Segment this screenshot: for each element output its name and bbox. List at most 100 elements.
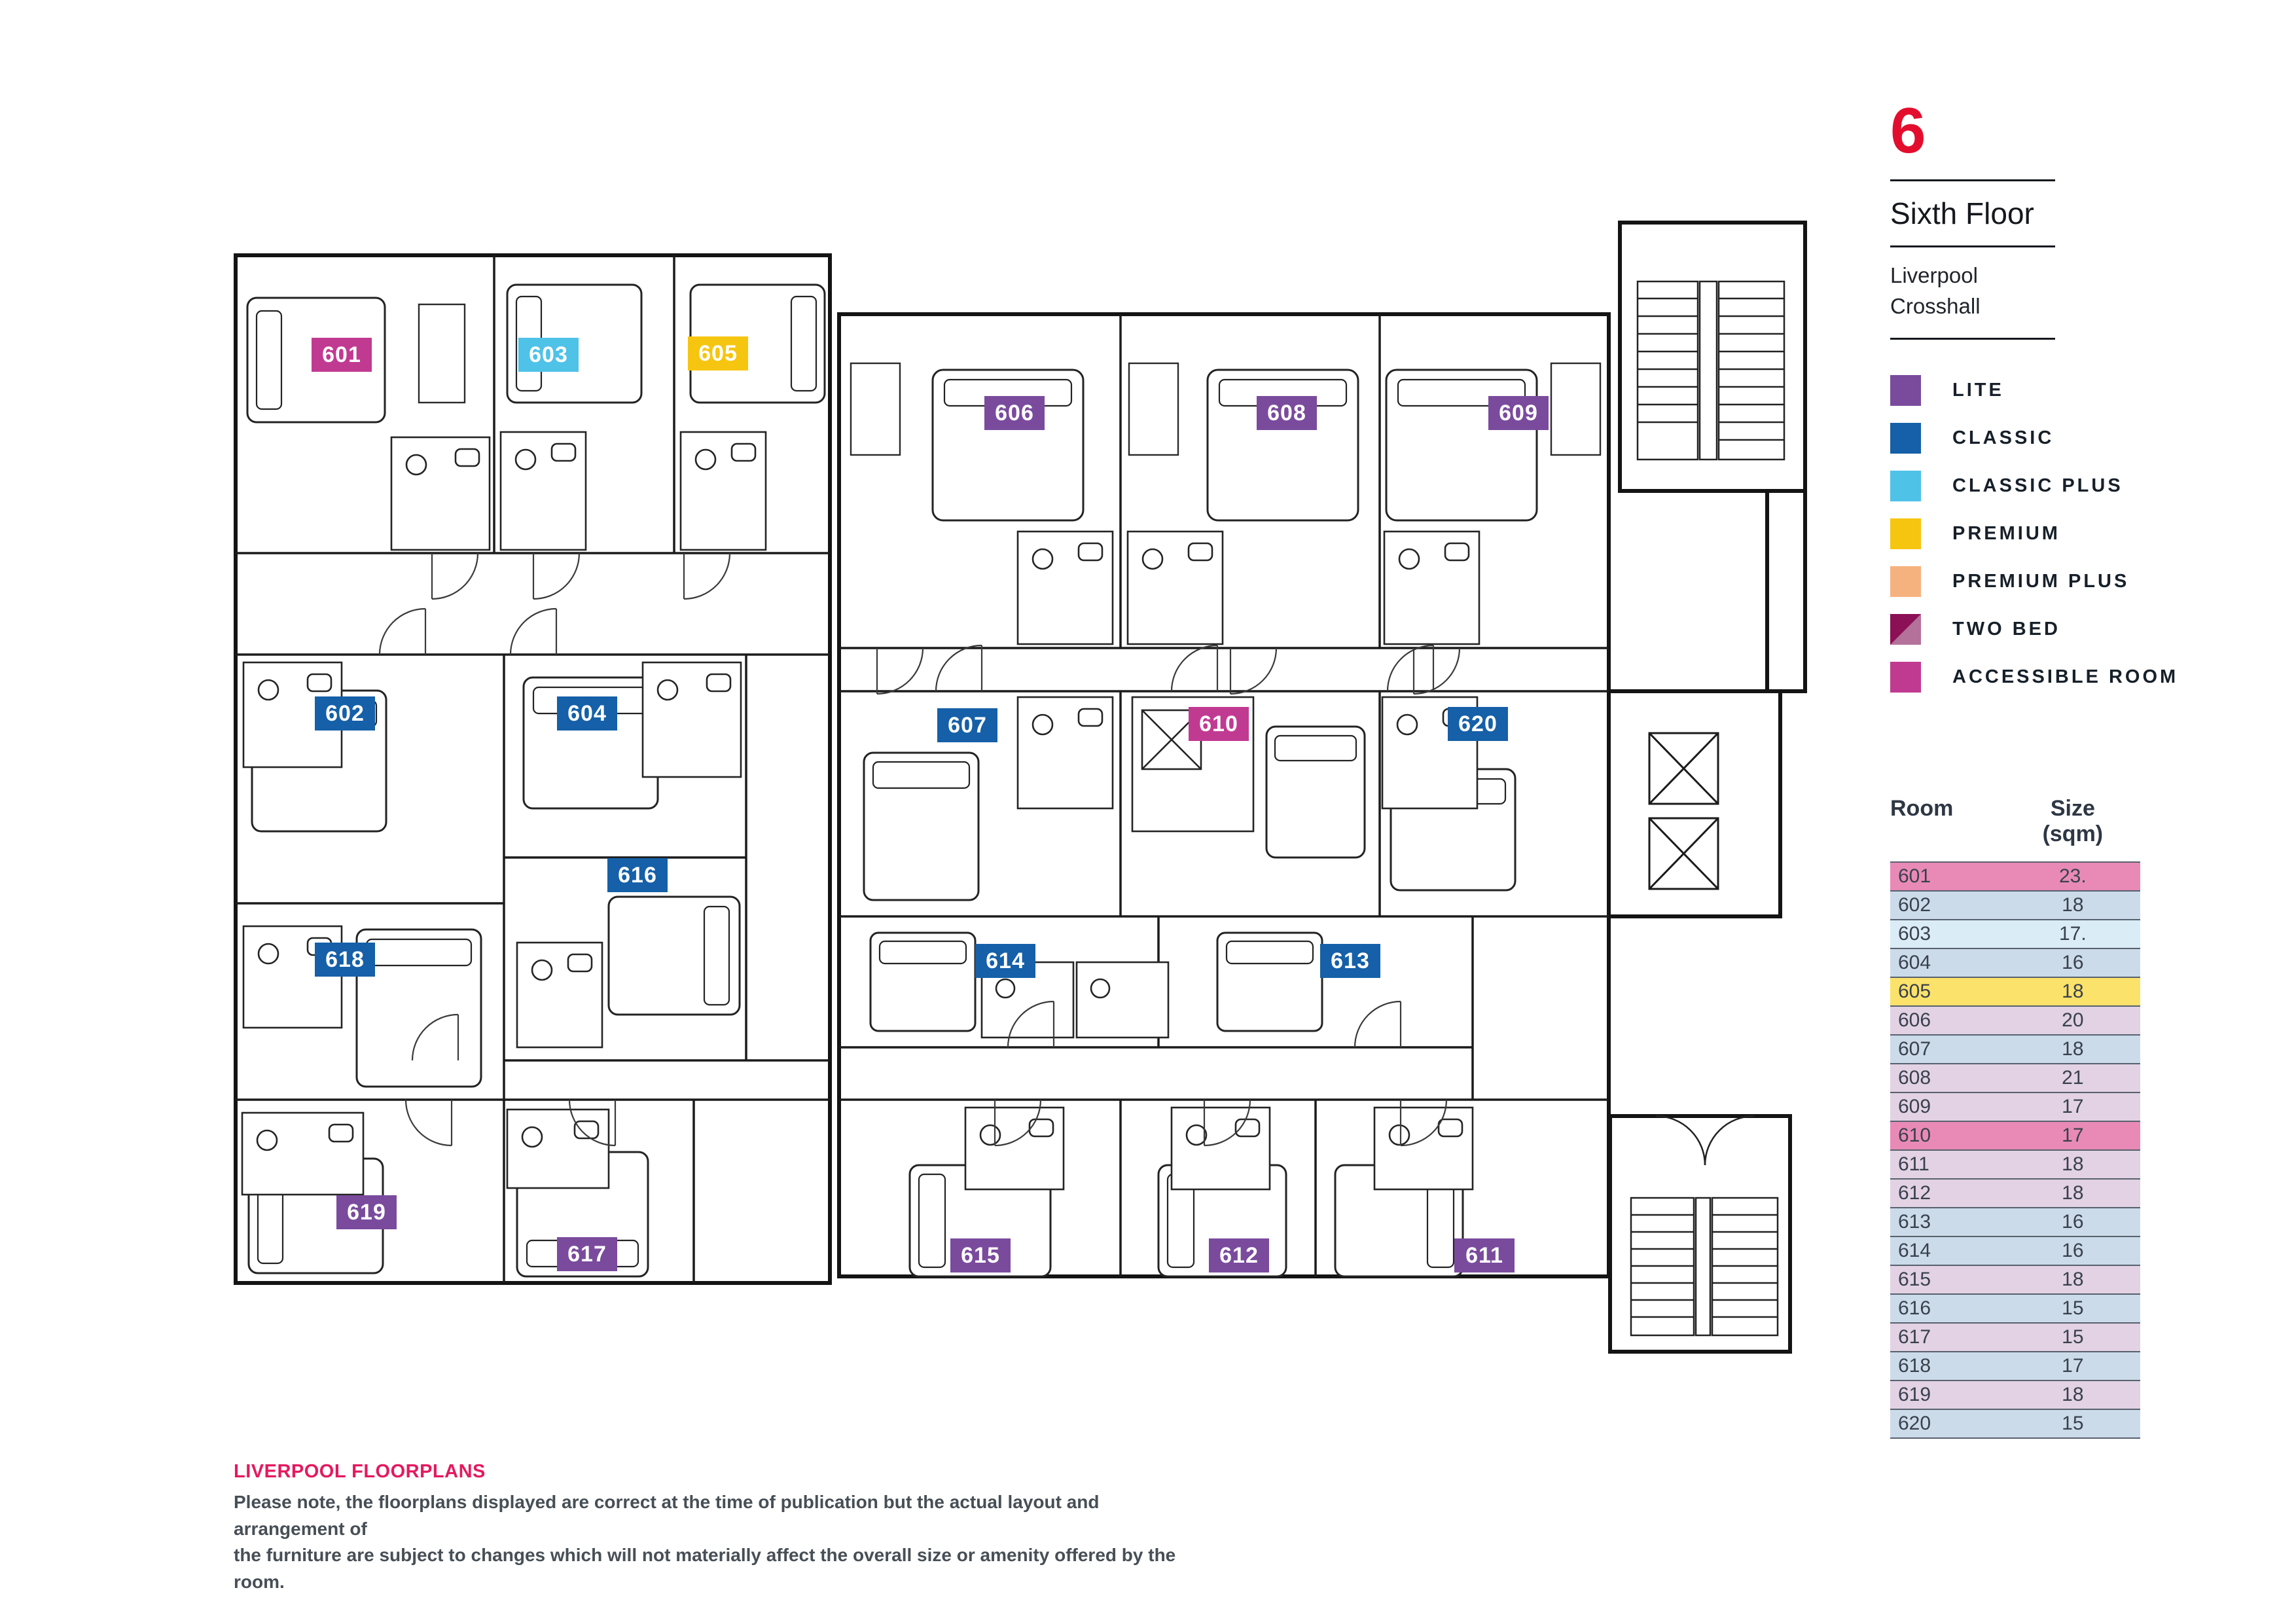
room-badge-610: 610 [1189, 707, 1249, 741]
table-row-616: 616 15 [1890, 1294, 2140, 1324]
room-cell: 618 [1898, 1354, 1931, 1377]
room-badge-616: 616 [607, 858, 668, 892]
legend-item-premium_plus: PREMIUM PLUS [1890, 566, 2217, 597]
room-badge-613: 613 [1320, 944, 1380, 978]
room-badge-614: 614 [975, 944, 1035, 978]
table-row-601: 601 23. [1890, 861, 2140, 892]
col-size-header: Size (sqm) [2042, 795, 2104, 846]
size-cell: 18 [2062, 1268, 2084, 1290]
room-badge-602: 602 [315, 696, 375, 731]
room-cell: 620 [1898, 1412, 1931, 1434]
room-badge-608: 608 [1257, 396, 1317, 430]
table-row-606: 606 20 [1890, 1006, 2140, 1036]
legend-item-classic_plus: CLASSIC PLUS [1890, 470, 2217, 501]
premium_plus-swatch [1890, 566, 1921, 597]
room-badge-611: 611 [1454, 1238, 1515, 1272]
table-header: Room Size (sqm) [1890, 796, 2140, 847]
room-badge-601: 601 [312, 338, 372, 372]
footer-line1: Please note, the floorplans displayed ar… [234, 1492, 1100, 1539]
divider [1890, 179, 2055, 181]
room-cell: 605 [1898, 980, 1931, 1002]
stairs-top-right [1636, 280, 1785, 461]
table-row-620: 620 15 [1890, 1409, 2140, 1439]
size-cell: 18 [2062, 1182, 2084, 1204]
room-badge-619: 619 [336, 1195, 397, 1229]
room-badge-604: 604 [557, 696, 617, 731]
room-cell: 608 [1898, 1066, 1931, 1089]
building-name: Liverpool Crosshall [1890, 261, 2217, 322]
table-row-617: 617 15 [1890, 1323, 2140, 1352]
legend-label: ACCESSIBLE ROOM [1952, 666, 2179, 687]
size-cell: 17 [2062, 1124, 2084, 1146]
building-line2: Crosshall [1890, 293, 1981, 318]
size-cell: 18 [2062, 1038, 2084, 1060]
room-cell: 613 [1898, 1210, 1931, 1233]
size-cell: 18 [2062, 1153, 2084, 1175]
size-cell: 16 [2062, 1239, 2084, 1261]
room-cell: 611 [1898, 1153, 1929, 1175]
size-cell: 15 [2062, 1412, 2084, 1434]
size-cell: 20 [2062, 1009, 2084, 1031]
room-cell: 607 [1898, 1038, 1931, 1060]
room-badge-609: 609 [1488, 396, 1549, 430]
legend-label: TWO BED [1952, 618, 2060, 640]
room-badge-603: 603 [518, 338, 579, 372]
room-badge-607: 607 [937, 708, 997, 742]
room-cell: 604 [1898, 951, 1931, 973]
room-badge-618: 618 [315, 943, 375, 977]
legend-label: PREMIUM PLUS [1952, 570, 2130, 592]
room-cell: 606 [1898, 1009, 1931, 1031]
beds [246, 283, 1538, 1278]
room-badge-605: 605 [688, 336, 748, 370]
stairs-bottom-right [1630, 1115, 1779, 1337]
two_bed-swatch [1890, 613, 1921, 645]
desks [418, 303, 1602, 456]
room-cell: 616 [1898, 1297, 1931, 1319]
room-cell: 609 [1898, 1095, 1931, 1117]
size-cell: 23. [2058, 865, 2087, 887]
size-cell: 16 [2062, 951, 2084, 973]
legend-item-two_bed: TWO BED [1890, 613, 2217, 645]
table-row-613: 613 16 [1890, 1208, 2140, 1237]
footer-note: LIVERPOOL FLOORPLANS Please note, the fl… [234, 1461, 1189, 1595]
room-badge-620: 620 [1448, 707, 1508, 741]
legend-label: CLASSIC PLUS [1952, 475, 2123, 496]
footer-line2: the furniture are subject to changes whi… [234, 1545, 1176, 1592]
size-cell: 17 [2062, 1354, 2084, 1377]
legend-label: LITE [1952, 379, 2004, 401]
legend-item-accessible: ACCESSIBLE ROOM [1890, 661, 2217, 693]
room-badge-615: 615 [950, 1238, 1011, 1272]
premium-swatch [1890, 518, 1921, 549]
size-cell: 18 [2062, 893, 2084, 916]
room-badge-617: 617 [557, 1237, 617, 1271]
size-cell: 16 [2062, 1210, 2084, 1233]
door-arcs [378, 552, 1461, 1147]
divider [1890, 337, 2055, 340]
size-cell: 15 [2062, 1326, 2084, 1348]
size-cell: 15 [2062, 1297, 2084, 1319]
table-row-608: 608 21 [1890, 1064, 2140, 1093]
room-cell: 601 [1898, 865, 1931, 887]
partition-walls [236, 255, 1609, 1283]
room-cell: 617 [1898, 1326, 1931, 1348]
room-cell: 603 [1898, 922, 1931, 945]
lite-swatch [1890, 374, 1921, 406]
table-row-604: 604 16 [1890, 948, 2140, 978]
legend-item-premium: PREMIUM [1890, 518, 2217, 549]
size-cell: 21 [2062, 1066, 2084, 1089]
